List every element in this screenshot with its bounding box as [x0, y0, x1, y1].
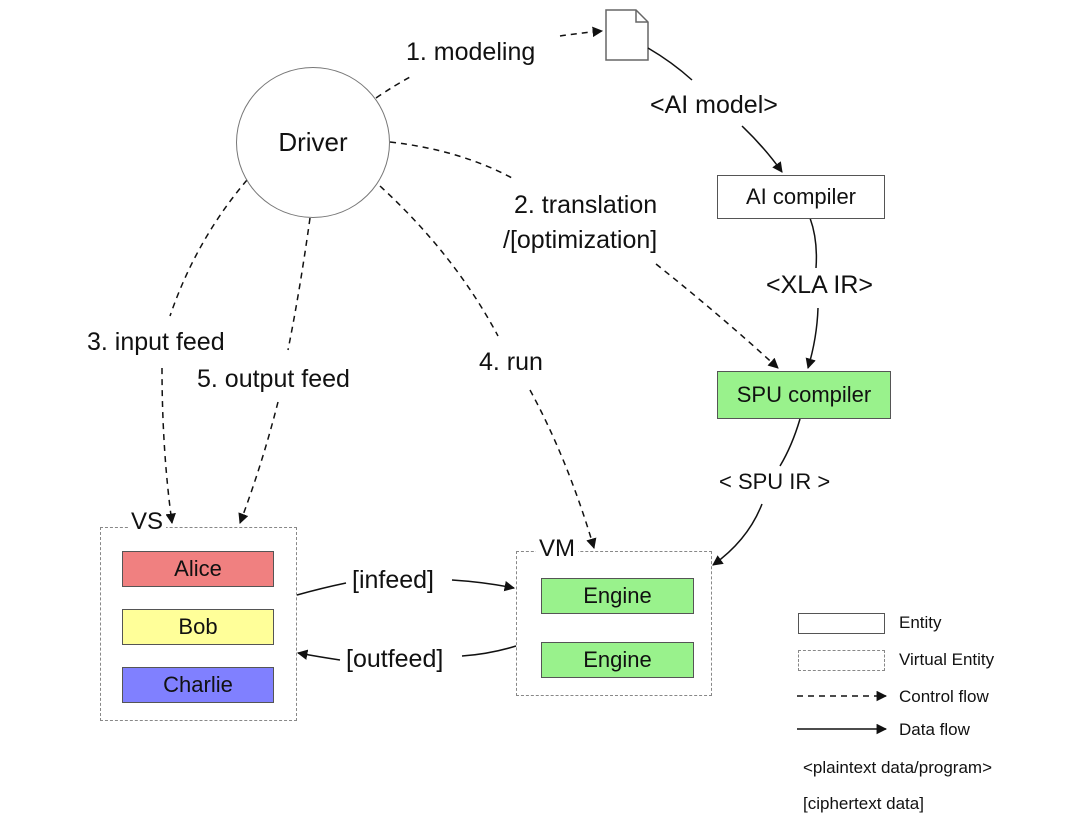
edge-outfeed-b [296, 649, 341, 661]
party-alice: Alice [122, 551, 274, 587]
edge-ai-to-xla [809, 217, 818, 269]
edge-modeling-b [559, 26, 604, 38]
party-charlie-label: Charlie [163, 672, 233, 697]
vs-container [100, 527, 297, 721]
edge-label-outfeed: [outfeed] [346, 645, 444, 673]
vs-title: VS [128, 510, 167, 534]
edge-doc-to-ai-model [647, 47, 693, 81]
vm-title: VM [536, 537, 578, 561]
engine-1: Engine [541, 578, 694, 614]
driver-node: Driver [236, 67, 390, 218]
edge-label-input-feed: 3. input feed [87, 328, 225, 356]
spu-compiler-label: SPU compiler [736, 382, 872, 407]
edge-infeed-a [296, 582, 347, 596]
legend-entity-label: Entity [899, 613, 942, 632]
legend-virtual-entity-swatch [798, 650, 885, 671]
edge-input-feed-b [161, 367, 176, 525]
edge-output-feed-b [238, 401, 279, 524]
edge-translation-b [655, 263, 779, 369]
edge-translation-a [389, 141, 513, 179]
edge-run-b [529, 389, 597, 550]
edge-label-run: 4. run [479, 348, 543, 376]
engine-2-label: Engine [583, 647, 652, 672]
spu-compiler-node: SPU compiler [717, 371, 891, 419]
edge-run-a [379, 185, 499, 337]
edge-infeed-b [451, 579, 516, 592]
edge-xla-to-spu [805, 307, 819, 370]
legend-plaintext-label: <plaintext data/program> [803, 758, 993, 777]
driver-label: Driver [278, 127, 348, 157]
party-alice-label: Alice [174, 556, 222, 581]
edge-label-xla-ir: <XLA IR> [766, 271, 874, 299]
party-bob-label: Bob [178, 614, 218, 639]
edge-label-spu-ir: < SPU IR > [719, 469, 831, 494]
edge-label-ai-model: <AI model> [650, 91, 778, 119]
edge-output-feed-a [287, 217, 311, 351]
edge-label-translation-1: 2. translation [514, 191, 658, 219]
edge-ai-model-to-compiler [741, 125, 783, 173]
legend-data-flow-label: Data flow [899, 720, 970, 739]
engine-2: Engine [541, 642, 694, 678]
edge-label-translation-2: /[optimization] [503, 226, 658, 254]
edge-label-infeed: [infeed] [352, 566, 435, 594]
party-bob: Bob [122, 609, 274, 645]
legend-virtual-entity-label: Virtual Entity [899, 650, 995, 669]
ai-compiler-node: AI compiler [717, 175, 885, 219]
edge-outfeed-a [461, 645, 517, 657]
legend-ciphertext-label: [ciphertext data] [803, 794, 924, 813]
party-charlie: Charlie [122, 667, 274, 703]
document-icon [605, 9, 649, 61]
legend-control-flow-label: Control flow [899, 687, 989, 706]
engine-1-label: Engine [583, 583, 652, 608]
vm-container [516, 551, 712, 696]
edge-modeling-a [375, 75, 413, 99]
edge-input-feed-a [169, 179, 248, 317]
ai-compiler-label: AI compiler [745, 184, 857, 209]
edge-label-output-feed: 5. output feed [197, 365, 350, 393]
legend-entity-swatch [798, 613, 885, 634]
edge-label-modeling: 1. modeling [406, 38, 536, 66]
edge-spu-to-ir [779, 418, 801, 467]
edge-ir-to-vm [712, 503, 763, 566]
